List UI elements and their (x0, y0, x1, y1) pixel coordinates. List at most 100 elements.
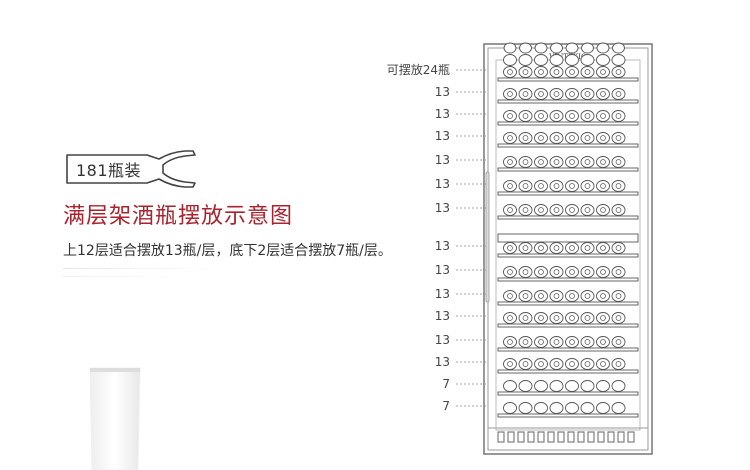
bottle-end (580, 242, 595, 254)
bottle-neck (522, 293, 529, 299)
bottle-neck (569, 293, 575, 299)
bottle-neck (584, 69, 591, 75)
bottle-neck (507, 339, 513, 345)
bottle-neck (600, 293, 606, 299)
bottle-end (565, 402, 579, 414)
vent-slot (597, 431, 605, 443)
bottle-neck (538, 315, 544, 321)
vent-slot (567, 431, 575, 443)
bottle-end (549, 156, 564, 168)
bottle-end (534, 42, 548, 54)
bottle-neck (538, 135, 544, 141)
bottle-neck (507, 159, 513, 165)
bottle-neck (584, 207, 591, 213)
bottle-neck (584, 91, 591, 97)
bottle-end (611, 66, 626, 78)
bottle-neck (600, 245, 606, 251)
bottle-end (503, 54, 517, 66)
bottle-end (549, 358, 564, 370)
bottle-neck (553, 91, 560, 97)
bottle-end (565, 88, 579, 100)
bottle-end (565, 42, 579, 54)
bottle-neck (507, 91, 513, 97)
bottle-neck (600, 315, 606, 321)
bottle-neck (569, 315, 575, 321)
bottle-end (503, 312, 517, 324)
bottle-end (580, 204, 595, 216)
shelf-rail (497, 215, 639, 220)
bottle-end (565, 312, 579, 324)
bottle-end (518, 380, 533, 392)
bottle-neck (553, 293, 560, 299)
bottle-end (503, 266, 517, 278)
bottle-neck (522, 69, 529, 75)
bottle-neck (553, 135, 560, 141)
bottle-end (518, 402, 533, 414)
bottle-neck (538, 339, 544, 345)
shelf-rail (497, 413, 639, 418)
bottle-neck (538, 269, 544, 275)
shelf-rail (497, 143, 639, 148)
page-subtitle: 上12层适合摆放13瓶/层，底下2层适合摆放7瓶/层。 (63, 243, 392, 259)
bottle-end (534, 358, 548, 370)
bottle-end (549, 132, 564, 144)
shelf-capacity-label: 13 (435, 263, 450, 277)
bottle-end (596, 180, 610, 192)
bottle-end (565, 54, 579, 66)
bottle-neck (522, 113, 529, 119)
bottle-end (534, 156, 548, 168)
divider (63, 276, 183, 277)
bottle-neck (600, 69, 606, 75)
bottle-end (534, 204, 548, 216)
bottle-neck (522, 361, 529, 367)
bottle-end (518, 266, 533, 278)
vent-slot (537, 431, 545, 443)
bottle-end (580, 88, 595, 100)
shelf-rail (497, 347, 639, 352)
bottle-neck (600, 339, 606, 345)
bottle-end (503, 66, 517, 78)
bottle-end (611, 156, 626, 168)
bottle-end (503, 180, 517, 192)
bottle-end (534, 132, 548, 144)
bottle-neck (553, 361, 560, 367)
bottle-neck (507, 183, 513, 189)
shelf-capacity-label: 13 (435, 287, 450, 301)
bottle-end (503, 242, 517, 254)
bottle-end (518, 156, 533, 168)
bottle-end (518, 242, 533, 254)
bottle-neck (507, 69, 513, 75)
bottle-end (565, 66, 579, 78)
bottle-neck (538, 113, 544, 119)
shelf-rail (497, 323, 639, 328)
shelf-rail (497, 99, 639, 104)
bottle-neck (569, 113, 575, 119)
bottle-neck (522, 183, 529, 189)
bottle-end (534, 180, 548, 192)
bottle-end (565, 290, 579, 302)
bottle-end (580, 132, 595, 144)
shelf-capacity-label: 13 (435, 153, 450, 167)
bottle-neck (615, 135, 622, 141)
bottle-end (534, 66, 548, 78)
bottle-end (549, 266, 564, 278)
badge-label: 181瓶装 (76, 161, 142, 180)
vent-slot (577, 431, 585, 443)
bottle-neck (507, 361, 513, 367)
bottle-end (518, 336, 533, 348)
bottle-end (580, 156, 595, 168)
bottle-end (596, 266, 610, 278)
bottle-end (596, 336, 610, 348)
bottle-end (565, 358, 579, 370)
vent-slot (527, 431, 535, 443)
bottle-end (596, 66, 610, 78)
bottle-neck (600, 183, 606, 189)
bottle-end (549, 380, 564, 392)
bottle-neck (615, 245, 622, 251)
bottle-neck (553, 183, 560, 189)
bottle-end (549, 88, 564, 100)
bottle-end (580, 180, 595, 192)
bottle-neck (569, 183, 575, 189)
bottle-neck (584, 339, 591, 345)
bottle-neck (538, 207, 544, 213)
